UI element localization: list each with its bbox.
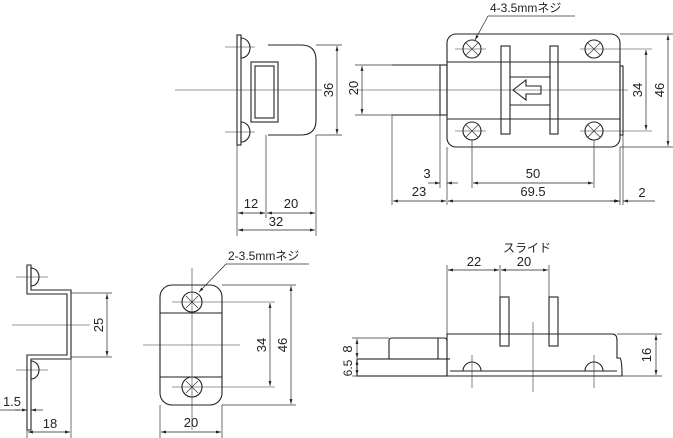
dim-strip: 2	[638, 185, 645, 200]
dim-bolt-len: 23	[412, 184, 426, 199]
screw-label: 4-3.5mmネジ	[490, 1, 561, 15]
dim-b: 20	[284, 196, 298, 211]
dim-h2: 6.5	[341, 359, 355, 376]
bracket-front-view: 34 46 20 2-3.5mmネジ	[143, 249, 309, 438]
screw-label: 2-3.5mmネジ	[228, 249, 299, 263]
dim-height: 36	[321, 83, 336, 97]
dim-height: 16	[639, 348, 654, 362]
receiver-side-view: 36 12 20 32	[175, 34, 342, 236]
bracket-side-view: 25 1.5 18	[0, 264, 112, 438]
dim-collar: 3	[423, 166, 430, 181]
latch-front-view: 20 34 46 4-3.5mmネジ 3 50 23 69.5 2	[346, 1, 673, 205]
dim-height: 46	[652, 83, 667, 97]
dim-pitch-v: 34	[630, 83, 645, 97]
dim-bolt-height: 20	[346, 81, 361, 95]
screw-head	[30, 267, 40, 287]
dim-a: 12	[244, 196, 258, 211]
dim-thickness: 1.5	[3, 394, 21, 409]
dim-pitch-v: 34	[254, 338, 269, 352]
dim-depth: 18	[43, 416, 57, 431]
dim-total: 32	[269, 214, 283, 229]
dim-pitch-h: 50	[526, 166, 540, 181]
dim-body-len: 69.5	[520, 184, 545, 199]
dim-height: 46	[275, 338, 290, 352]
dim-height: 25	[91, 318, 106, 332]
dim-slide: 20	[517, 254, 531, 269]
dim-width: 20	[184, 415, 198, 430]
dim-offset: 22	[467, 254, 481, 269]
screw-head	[240, 37, 251, 59]
screw-head	[240, 121, 251, 143]
latch-side-view: 22 20 スライド 8 6.5 16	[340, 241, 662, 392]
screw-head	[30, 360, 40, 380]
slide-label: スライド	[503, 241, 551, 255]
dim-h1: 8	[340, 345, 355, 352]
